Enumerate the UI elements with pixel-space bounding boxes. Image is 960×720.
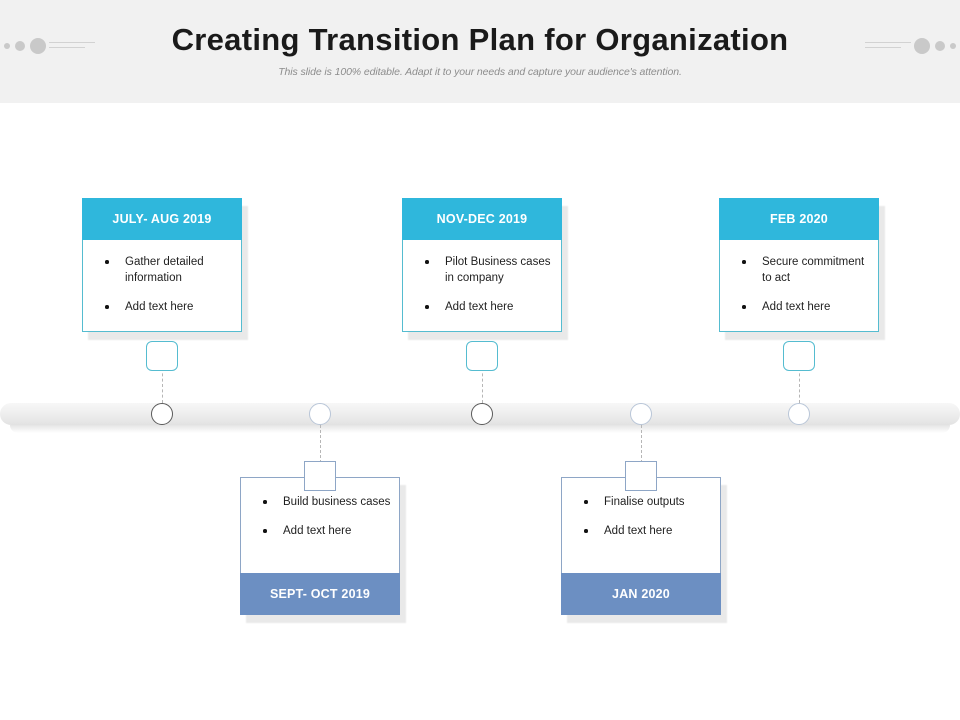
header-band (0, 0, 960, 103)
milestone-card-nov-dec-2019[interactable]: NOV-DEC 2019 Pilot Business cases in com… (402, 198, 568, 340)
connector-tab-1 (146, 341, 178, 371)
card-bullet-item: Add text here (249, 523, 391, 539)
timeline-node-1[interactable] (151, 403, 173, 425)
card-bullet-item: Build business cases (249, 494, 391, 510)
connector-line-2 (320, 425, 321, 463)
connector-tab-3 (466, 341, 498, 371)
card-bullet-item: Add text here (411, 299, 553, 315)
timeline-node-5[interactable] (788, 403, 810, 425)
card-bullet-item: Finalise outputs (570, 494, 712, 510)
deco-dot-medium-icon (935, 41, 945, 51)
card-date-label: SEPT- OCT 2019 (240, 573, 400, 615)
milestone-card-july-aug-2019[interactable]: JULY- AUG 2019 Gather detailed informati… (82, 198, 248, 340)
deco-dot-small-icon (4, 43, 10, 49)
connector-tab-2 (304, 461, 336, 491)
card-date-label: FEB 2020 (719, 198, 879, 240)
connector-line-1 (162, 368, 163, 403)
timeline-node-4[interactable] (630, 403, 652, 425)
page-subtitle: This slide is 100% editable. Adapt it to… (278, 66, 682, 78)
deco-dot-medium-icon (15, 41, 25, 51)
deco-dot-large-icon (914, 38, 930, 54)
card-body: Gather detailed information Add text her… (82, 240, 242, 332)
card-bullet-list: Finalise outputs Add text here (570, 494, 712, 539)
deco-dot-large-icon (30, 38, 46, 54)
card-bullet-item: Secure commitment to act (728, 254, 870, 286)
connector-line-4 (641, 425, 642, 463)
milestone-card-sept-oct-2019[interactable]: Build business cases Add text here SEPT-… (240, 477, 406, 623)
card-body: Finalise outputs Add text here (561, 477, 721, 573)
card-bullet-item: Add text here (570, 523, 712, 539)
card-body: Build business cases Add text here (240, 477, 400, 573)
card-date-label: JAN 2020 (561, 573, 721, 615)
milestone-card-jan-2020[interactable]: Finalise outputs Add text here JAN 2020 (561, 477, 727, 623)
connector-line-5 (799, 368, 800, 403)
page-title: Creating Transition Plan for Organizatio… (171, 22, 789, 57)
connector-tab-4 (625, 461, 657, 491)
deco-lines-icon (865, 39, 911, 53)
card-bullet-item: Add text here (91, 299, 233, 315)
card-body: Secure commitment to act Add text here (719, 240, 879, 332)
deco-dot-small-icon (950, 43, 956, 49)
connector-tab-5 (783, 341, 815, 371)
card-bullet-item: Add text here (728, 299, 870, 315)
timeline-node-3[interactable] (471, 403, 493, 425)
card-bullet-item: Gather detailed information (91, 254, 233, 286)
card-bullet-item: Pilot Business cases in company (411, 254, 553, 286)
card-bullet-list: Gather detailed information Add text her… (91, 254, 233, 315)
card-date-label: JULY- AUG 2019 (82, 198, 242, 240)
deco-lines-icon (49, 39, 95, 53)
header-decoration-right (862, 28, 956, 64)
card-bullet-list: Pilot Business cases in company Add text… (411, 254, 553, 315)
connector-line-3 (482, 368, 483, 403)
card-bullet-list: Build business cases Add text here (249, 494, 391, 539)
header-decoration-left (4, 28, 98, 64)
card-date-label: NOV-DEC 2019 (402, 198, 562, 240)
timeline-node-2[interactable] (309, 403, 331, 425)
card-body: Pilot Business cases in company Add text… (402, 240, 562, 332)
milestone-card-feb-2020[interactable]: FEB 2020 Secure commitment to act Add te… (719, 198, 885, 340)
card-bullet-list: Secure commitment to act Add text here (728, 254, 870, 315)
